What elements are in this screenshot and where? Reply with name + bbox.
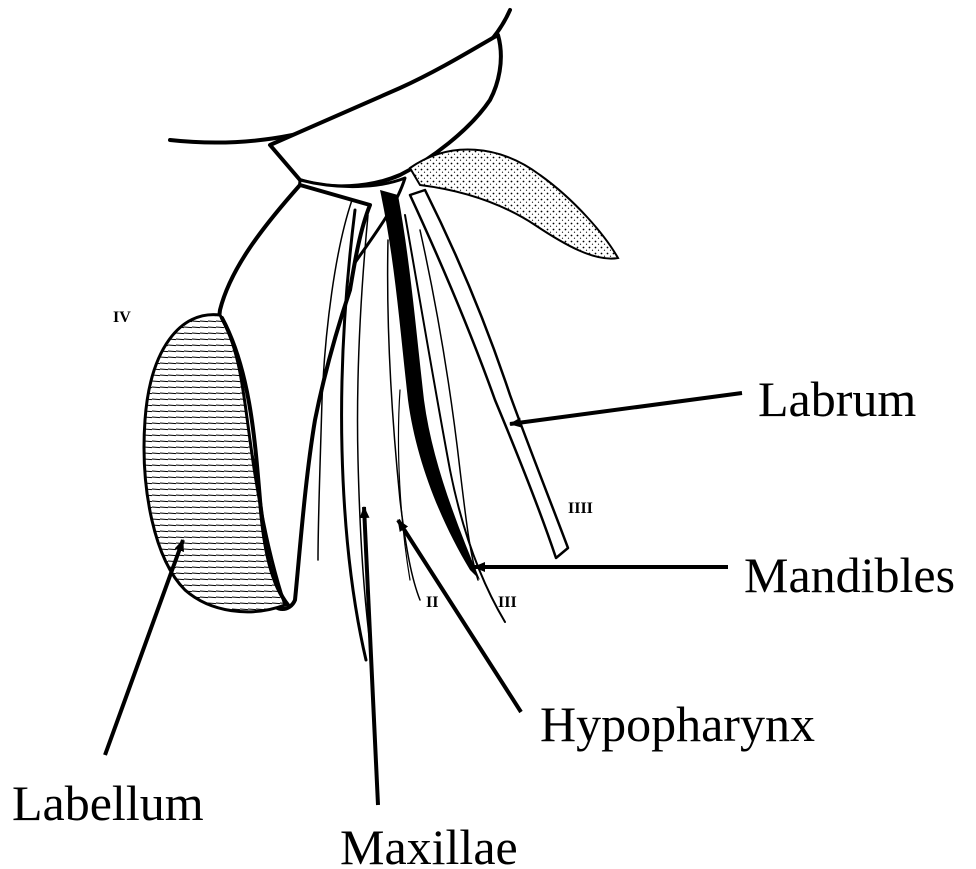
- maxillae-label: Maxillae: [340, 819, 518, 869]
- mandibles-label: Mandibles: [744, 547, 955, 603]
- part-mark-iv: IV: [113, 309, 131, 326]
- labrum-arrow: [510, 393, 742, 424]
- part-mark-iiii: IIII: [568, 500, 593, 517]
- hypopharynx-label: Hypopharynx: [540, 696, 815, 752]
- labellum-label: Labellum: [12, 775, 204, 831]
- stylets: [342, 190, 568, 660]
- labrum-label: Labrum: [758, 371, 916, 427]
- part-mark-iii: III: [498, 594, 517, 611]
- labellum-arrow: [105, 540, 183, 755]
- part-mark-ii: II: [426, 594, 438, 611]
